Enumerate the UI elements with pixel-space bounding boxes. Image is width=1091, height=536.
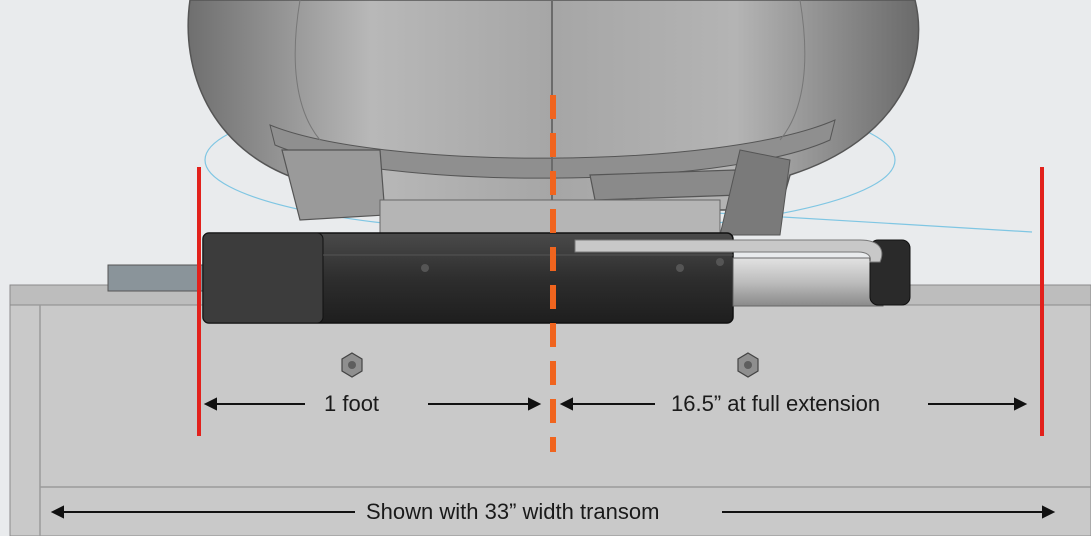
bottom-span-arrowhead-right — [1042, 505, 1056, 519]
right-span-arrowhead-left — [559, 397, 573, 411]
nut-right — [737, 352, 759, 378]
right-handle — [589, 169, 741, 201]
motor-cowling — [187, 0, 920, 241]
nut-right-hole — [744, 361, 752, 369]
left-clamp-boss — [281, 149, 386, 221]
bolt-1 — [421, 264, 429, 272]
nut-left-hole — [348, 361, 356, 369]
bottom-span-label: Shown with 33” width transom — [360, 499, 666, 525]
nut-left — [341, 352, 363, 378]
left-span-arrowhead-left — [203, 397, 217, 411]
cowling-panel-left — [294, 0, 321, 141]
extension-rod — [732, 257, 884, 307]
bolt-2 — [676, 264, 684, 272]
cylinder-end-cap — [202, 232, 324, 324]
right-span-label: 16.5” at full extension — [665, 391, 887, 417]
cowling-panel-right — [779, 0, 806, 141]
left-shaft — [107, 264, 204, 292]
left-span-arrowhead-right — [528, 397, 542, 411]
bottom-span-arrowhead-left — [50, 505, 64, 519]
bolt-3 — [716, 258, 724, 266]
tie-rod — [574, 239, 883, 263]
bottom-span-arrows — [50, 505, 1056, 519]
steering-cylinder — [107, 232, 911, 324]
right-span-arrowhead-right — [1014, 397, 1028, 411]
left-span-arrows — [203, 397, 542, 411]
right-bracket — [719, 149, 791, 236]
cowling-lip — [269, 119, 836, 179]
right-span-arrows — [559, 397, 1028, 411]
left-span-label: 1 foot — [318, 391, 386, 417]
